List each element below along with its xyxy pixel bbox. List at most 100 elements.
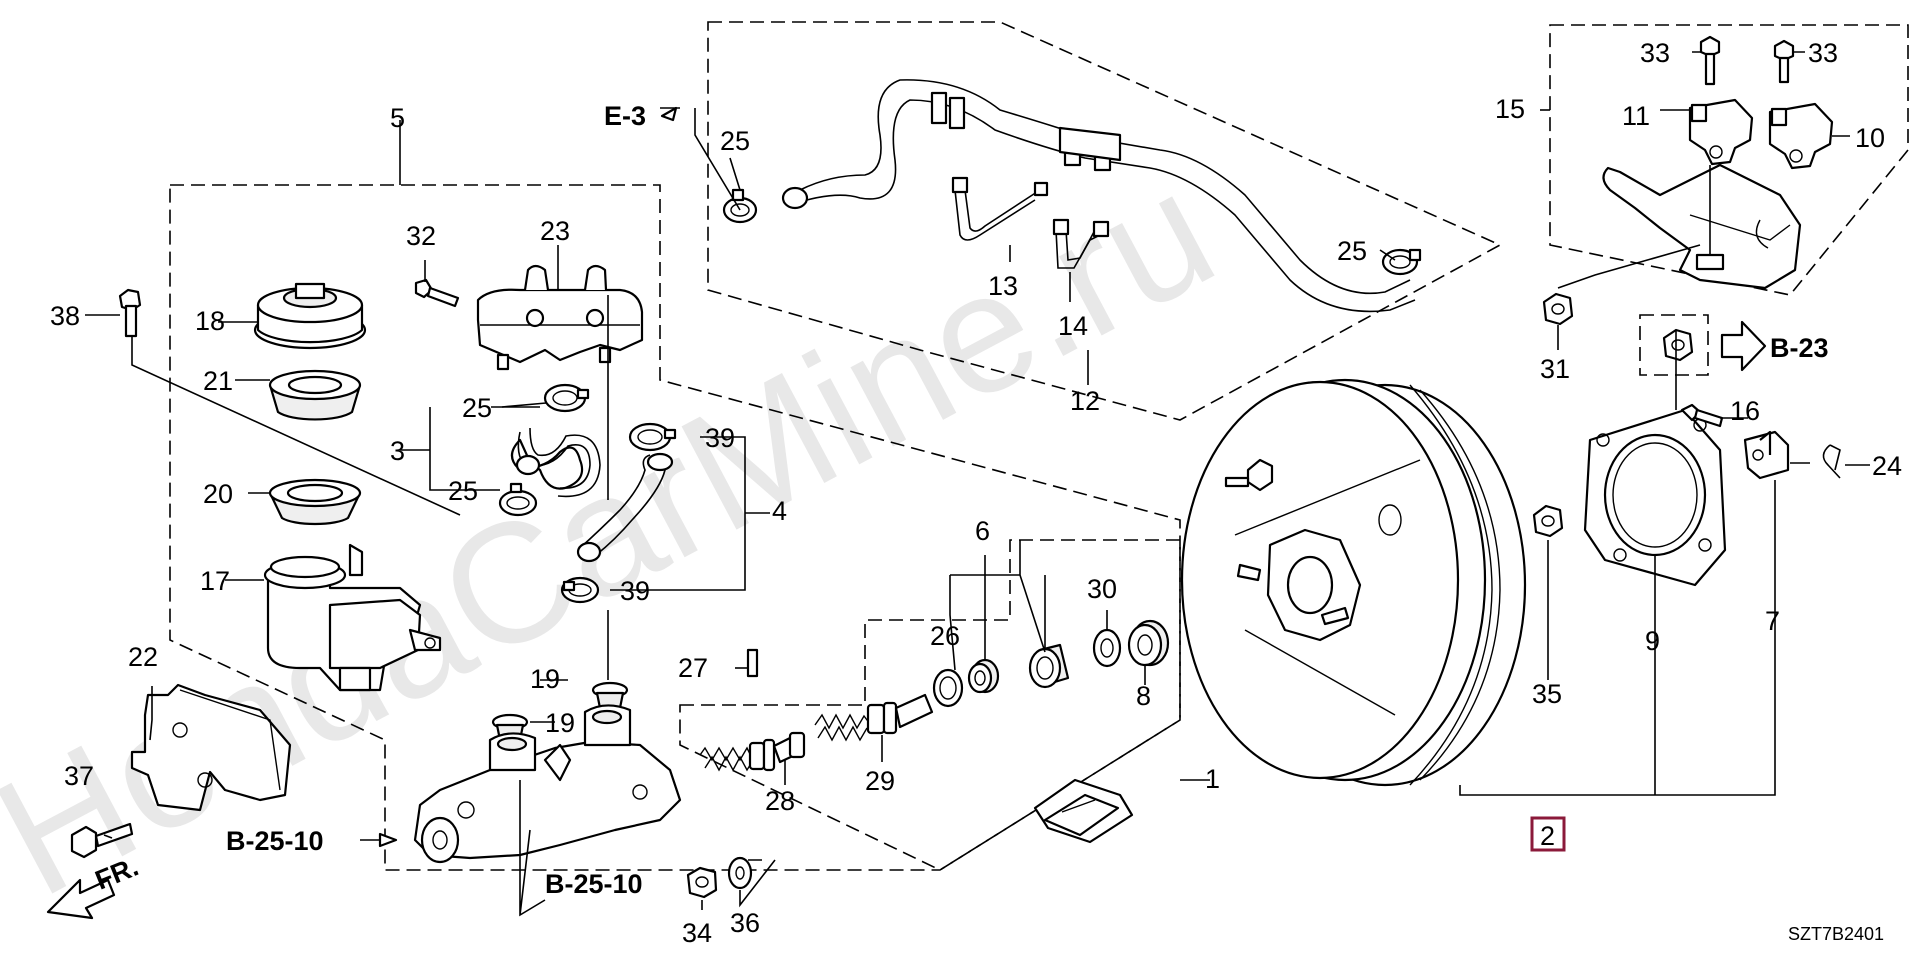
part-label: 39 bbox=[705, 423, 735, 453]
part-label: 4 bbox=[772, 496, 787, 526]
part-label: 3 bbox=[390, 436, 405, 466]
nut-reference-box bbox=[1639, 314, 1709, 376]
part-2-highlight-box bbox=[1530, 816, 1566, 852]
clamp-25-mid bbox=[498, 482, 538, 517]
part-label: 30 bbox=[1087, 574, 1117, 604]
clip-24 bbox=[1822, 444, 1841, 479]
part-label: 34 bbox=[682, 918, 712, 948]
bolt-33-left bbox=[1699, 35, 1721, 86]
part-label: 31 bbox=[1540, 354, 1570, 384]
part-label: 21 bbox=[203, 366, 233, 396]
reservoir-cap bbox=[253, 282, 367, 350]
reservoir-strainer bbox=[268, 478, 362, 526]
bracket-bolt bbox=[70, 822, 134, 859]
primary-piston bbox=[814, 693, 934, 742]
leader-lines bbox=[85, 51, 1870, 917]
clevis-pin-16 bbox=[1680, 403, 1724, 428]
vacuum-hose bbox=[781, 79, 1416, 313]
part-label: 37 bbox=[64, 761, 94, 791]
reservoir-body bbox=[263, 543, 442, 692]
clevis-7 bbox=[1743, 430, 1790, 480]
reference-b2510-left-arrow bbox=[378, 832, 398, 848]
part-label-highlighted: 2 bbox=[1540, 821, 1555, 851]
part-label: 24 bbox=[1872, 451, 1902, 481]
nut-b23 bbox=[1662, 328, 1694, 362]
secondary-piston bbox=[699, 731, 806, 772]
reference-b2510-bottom: B-25-10 bbox=[545, 869, 643, 899]
seal-kit-packet bbox=[1033, 778, 1134, 844]
part-label: 22 bbox=[128, 642, 158, 672]
sensor-bracket bbox=[1602, 163, 1802, 290]
part-label: 10 bbox=[1855, 123, 1885, 153]
part-label: 7 bbox=[1765, 606, 1780, 636]
reference-b23: B-23 bbox=[1770, 333, 1829, 363]
master-cylinder bbox=[413, 704, 682, 864]
bolt-38 bbox=[118, 288, 142, 338]
reference-e3: E-3 bbox=[604, 101, 646, 131]
part-label: 25 bbox=[448, 476, 478, 506]
part-label: 1 bbox=[1205, 764, 1220, 794]
clamp-25-top bbox=[543, 383, 590, 413]
part-label: 9 bbox=[1645, 626, 1660, 656]
part-label: 39 bbox=[620, 576, 650, 606]
part-label: 32 bbox=[406, 221, 436, 251]
part-label: 25 bbox=[1337, 236, 1367, 266]
nut-31 bbox=[1542, 292, 1574, 326]
seal-6 bbox=[967, 658, 1000, 694]
hose-group-boundary bbox=[707, 21, 1502, 421]
bracket-group-boundary bbox=[1549, 24, 1909, 296]
hose-4 bbox=[576, 452, 674, 563]
reference-e3-arrow bbox=[660, 106, 678, 122]
clamp-25-hose-right bbox=[1381, 248, 1422, 276]
seal-kit-boundary bbox=[679, 539, 1181, 871]
clamp-39-bottom bbox=[560, 576, 600, 604]
nut-34 bbox=[686, 866, 718, 899]
part-label: 23 bbox=[540, 216, 570, 246]
hose-14 bbox=[1052, 218, 1110, 269]
b23-arrow bbox=[1720, 320, 1767, 372]
hose-3 bbox=[510, 427, 601, 498]
part-label: 38 bbox=[50, 301, 80, 331]
part-label: 13 bbox=[988, 271, 1018, 301]
brake-booster bbox=[1180, 378, 1527, 787]
seal-30 bbox=[1092, 628, 1122, 668]
part-label: 19 bbox=[545, 708, 575, 738]
part-label: 14 bbox=[1058, 311, 1088, 341]
clamp-25-hose-left bbox=[722, 188, 758, 224]
cup-seal bbox=[1028, 643, 1070, 689]
sensor-10 bbox=[1768, 102, 1834, 170]
booster-gasket bbox=[1583, 408, 1727, 587]
clamp-39-top bbox=[628, 422, 677, 452]
reference-b2510-left: B-25-10 bbox=[226, 826, 324, 856]
part-label: 28 bbox=[765, 786, 795, 816]
bolt-32 bbox=[414, 278, 460, 308]
part-label: 5 bbox=[390, 103, 405, 133]
part-label: 15 bbox=[1495, 94, 1525, 124]
reservoir-seal bbox=[268, 369, 362, 421]
seal-26 bbox=[932, 668, 964, 708]
part-label: 33 bbox=[1640, 38, 1670, 68]
part-label: 12 bbox=[1070, 386, 1100, 416]
drawing-code: SZT7B2401 bbox=[1788, 924, 1884, 944]
sensor-11 bbox=[1688, 98, 1754, 166]
part-label: 11 bbox=[1622, 101, 1650, 131]
part-label: 6 bbox=[975, 516, 990, 546]
bolt-33-right bbox=[1773, 39, 1795, 84]
part-label: 33 bbox=[1808, 38, 1838, 68]
part-label: 19 bbox=[530, 664, 560, 694]
part-label: 8 bbox=[1136, 681, 1151, 711]
part-label: 26 bbox=[930, 621, 960, 651]
hose-13 bbox=[951, 176, 1049, 241]
part-label: 25 bbox=[462, 393, 492, 423]
part-label: 36 bbox=[730, 908, 760, 938]
part-label: 29 bbox=[865, 766, 895, 796]
part-label: 16 bbox=[1730, 396, 1760, 426]
part-label: 25 bbox=[720, 126, 750, 156]
washer-36 bbox=[727, 856, 753, 890]
part-label: 18 bbox=[195, 306, 225, 336]
part-label: 35 bbox=[1532, 679, 1562, 709]
part-labels: 1 2 3 4 5 6 7 8 9 10 11 12 13 14 15 16 1… bbox=[50, 38, 1902, 948]
seal-8 bbox=[1127, 619, 1170, 667]
part-label: 17 bbox=[200, 566, 230, 596]
